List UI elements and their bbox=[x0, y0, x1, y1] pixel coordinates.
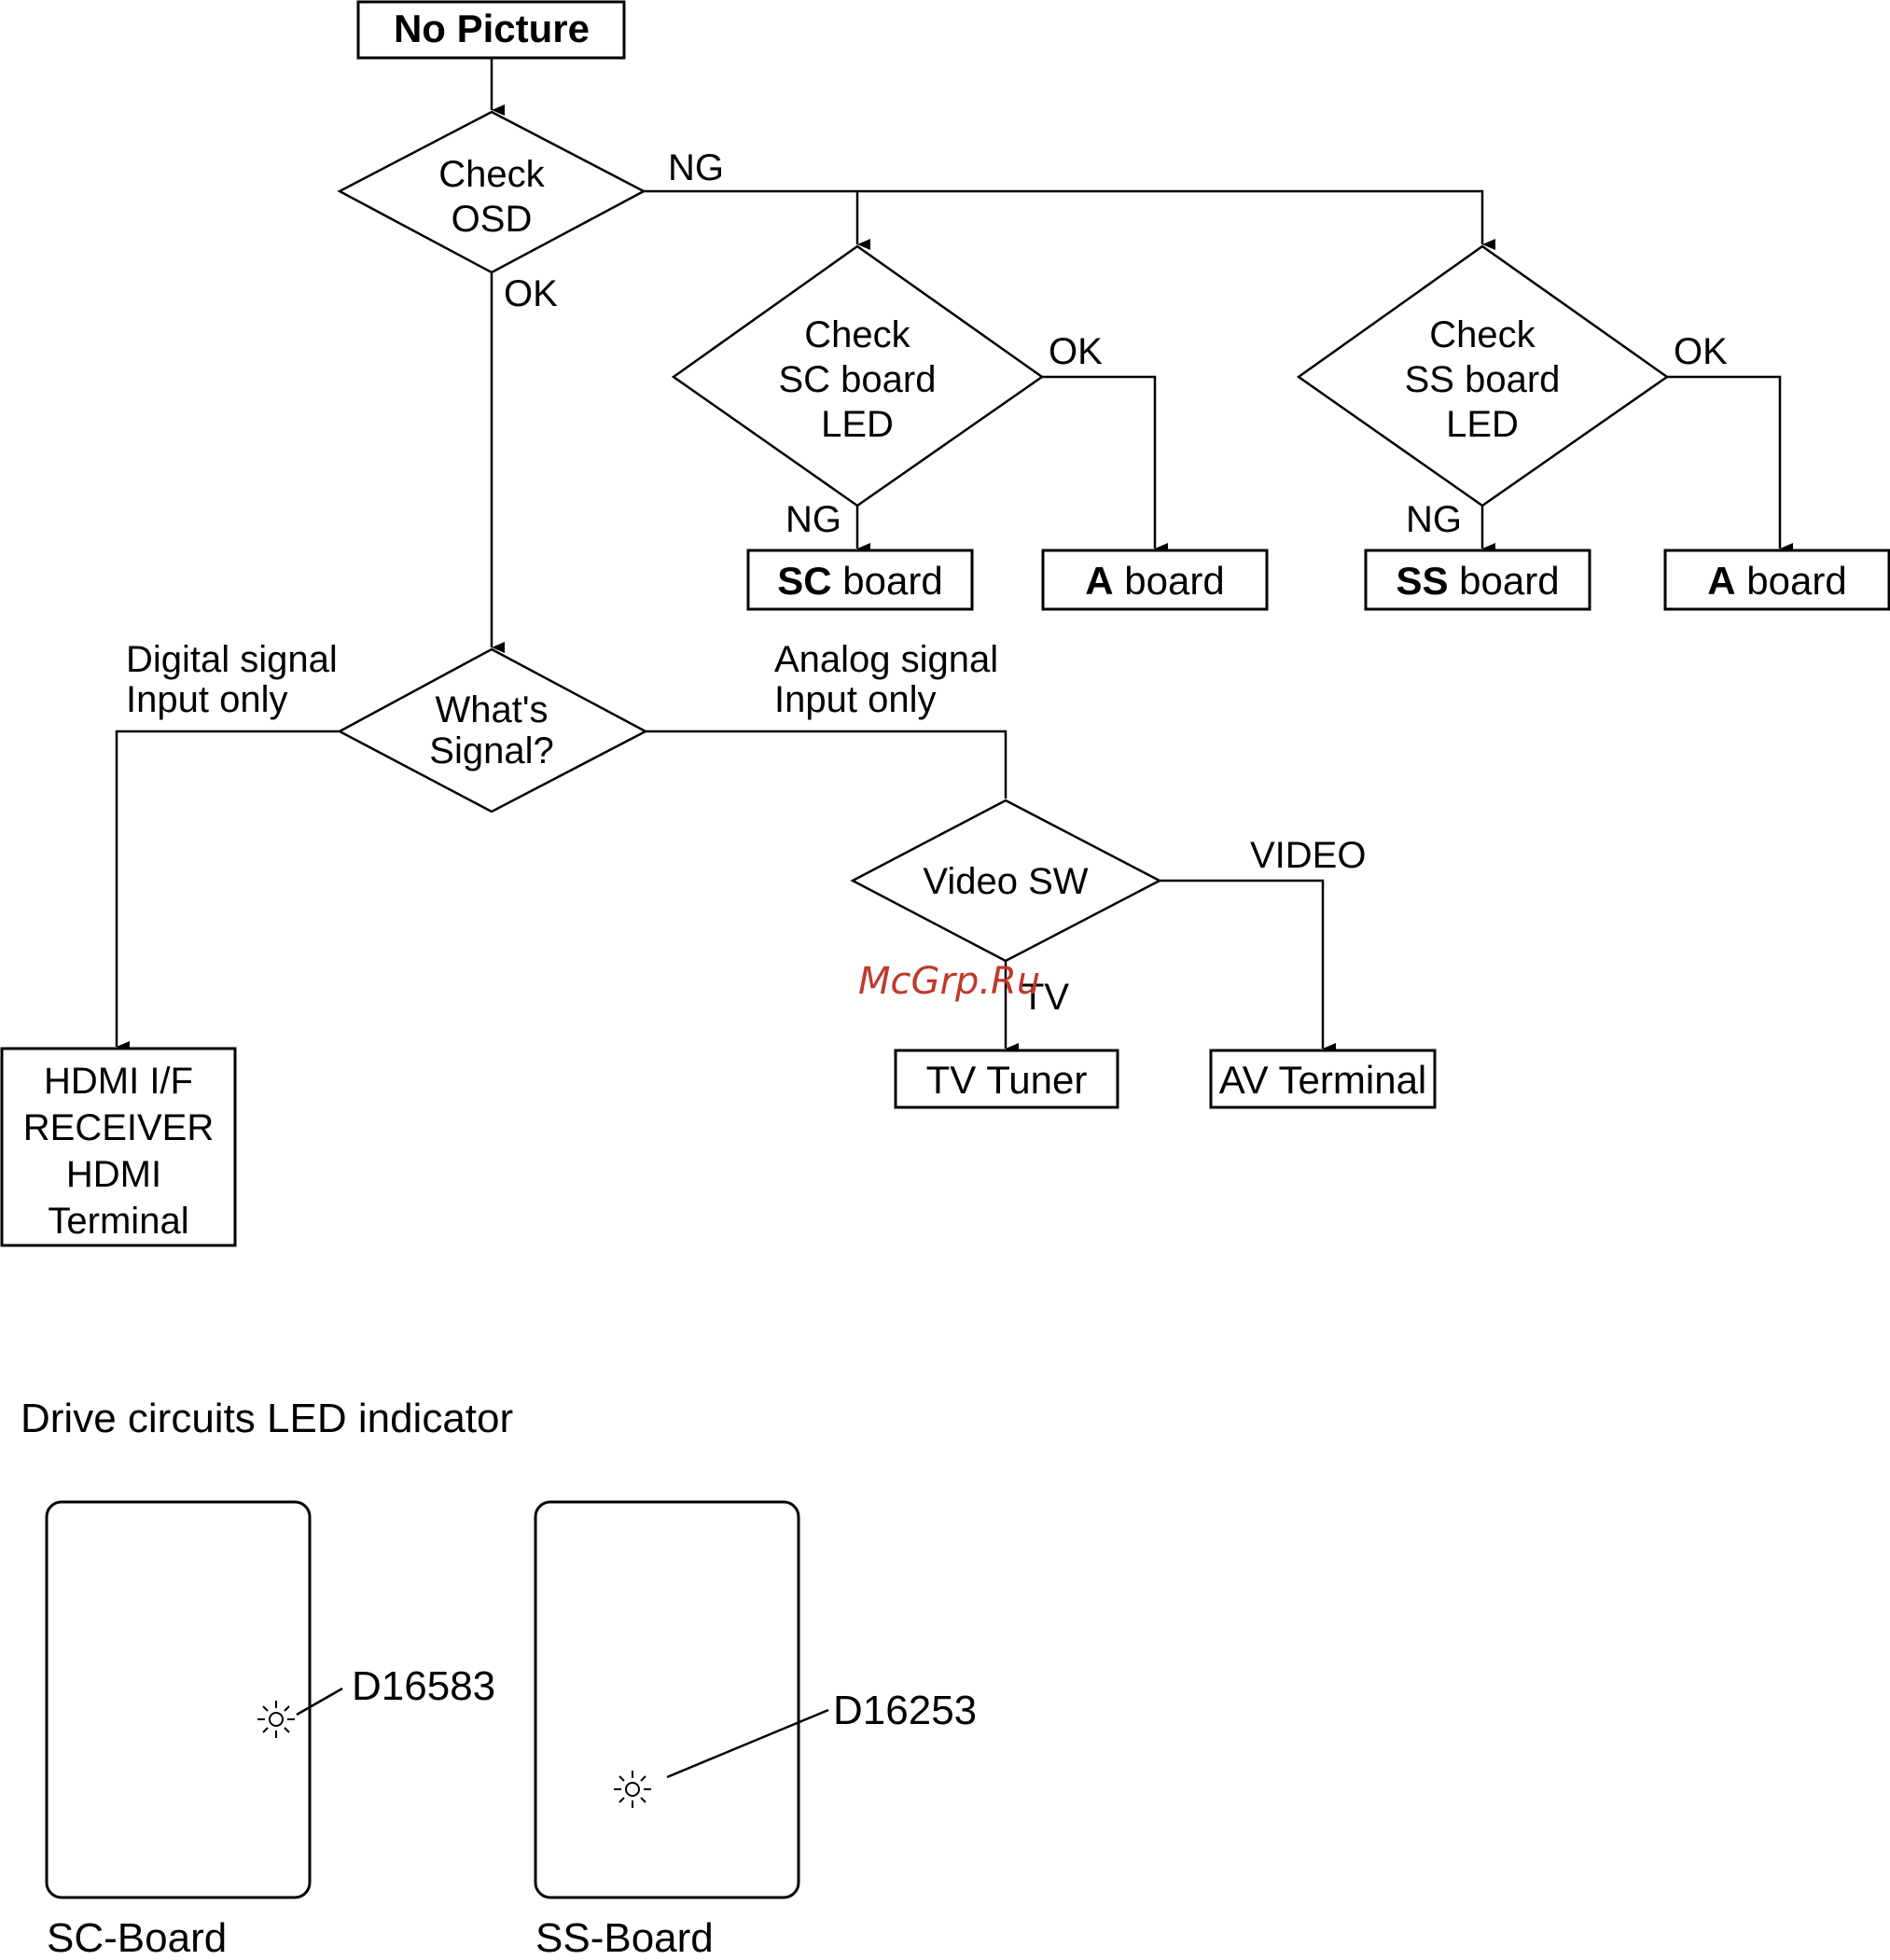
sc-board-result: SC board bbox=[777, 559, 942, 603]
check-sc-line1: Check bbox=[804, 314, 910, 355]
tv-tuner-label: TV Tuner bbox=[926, 1058, 1088, 1102]
ss-board-label: SS-Board bbox=[535, 1915, 714, 1960]
label-ok-ss: OK bbox=[1674, 331, 1728, 372]
label-ng-ss: NG bbox=[1406, 499, 1462, 540]
label-ng-osd: NG bbox=[668, 147, 724, 188]
a-board-result-1: A board bbox=[1085, 559, 1224, 603]
label-ng-sc: NG bbox=[785, 499, 841, 540]
arrow-digital bbox=[115, 730, 340, 1052]
arrow-ss-ok bbox=[1667, 375, 1793, 554]
a-board-box-2 bbox=[1663, 549, 1890, 611]
label-digital-1: Digital signal bbox=[126, 639, 338, 680]
av-terminal-label: AV Terminal bbox=[1219, 1058, 1427, 1102]
led-icon bbox=[614, 1771, 651, 1808]
ss-led-leader bbox=[666, 1708, 829, 1779]
watermark: McGrp.Ru bbox=[858, 960, 1040, 1003]
video-sw-label: Video SW bbox=[923, 861, 1088, 902]
connectors bbox=[115, 58, 1793, 1054]
ss-board-result: SS board bbox=[1396, 559, 1559, 603]
whats-signal-diamond bbox=[337, 647, 648, 813]
label-tv: TV bbox=[1021, 977, 1069, 1018]
label-analog-2: Input only bbox=[774, 679, 936, 720]
line-analog bbox=[646, 730, 1008, 799]
label-ok-sc: OK bbox=[1049, 331, 1103, 372]
tv-tuner-box bbox=[894, 1049, 1119, 1109]
arrow-sc-ok bbox=[1042, 375, 1168, 554]
start-box bbox=[356, 0, 626, 60]
whats-signal-line1: What's bbox=[436, 689, 549, 730]
video-sw-diamond bbox=[850, 799, 1162, 963]
label-ok-osd: OK bbox=[504, 273, 558, 314]
sc-board-outline bbox=[45, 1500, 312, 1899]
hdmi-line2: RECEIVER bbox=[23, 1107, 215, 1148]
arrow-osd-ng-to-ss bbox=[644, 189, 1495, 250]
hdmi-line3: HDMI bbox=[66, 1154, 161, 1195]
ss-board-outline bbox=[534, 1500, 800, 1899]
check-osd-diamond bbox=[337, 110, 646, 274]
ss-led-label: D16253 bbox=[833, 1688, 977, 1733]
label-video: VIDEO bbox=[1250, 835, 1366, 876]
hdmi-line4: Terminal bbox=[48, 1201, 188, 1242]
check-sc-led-diamond bbox=[671, 244, 1045, 507]
sc-board-label: SC-Board bbox=[47, 1915, 227, 1960]
label-analog-1: Analog signal bbox=[774, 639, 998, 680]
label-digital-2: Input only bbox=[126, 679, 287, 720]
hdmi-line1: HDMI I/F bbox=[44, 1061, 193, 1102]
arrow-video bbox=[1160, 879, 1336, 1054]
start-label: No Picture bbox=[394, 7, 590, 50]
check-sc-line2: SC board bbox=[779, 359, 937, 400]
check-osd-line1: Check bbox=[438, 154, 545, 195]
a-board-result-2: A board bbox=[1707, 559, 1846, 603]
check-ss-line3: LED bbox=[1446, 404, 1519, 445]
check-ss-led-diamond bbox=[1296, 244, 1670, 507]
sc-board-box bbox=[746, 549, 974, 611]
check-ss-line2: SS board bbox=[1405, 359, 1561, 400]
whats-signal-line2: Signal? bbox=[429, 730, 553, 771]
ss-board-box bbox=[1364, 549, 1591, 611]
sc-led-label: D16583 bbox=[352, 1663, 495, 1709]
av-terminal-box bbox=[1209, 1049, 1437, 1109]
check-osd-line2: OSD bbox=[452, 199, 533, 240]
led-section-title: Drive circuits LED indicator bbox=[21, 1396, 513, 1441]
check-sc-line3: LED bbox=[821, 404, 894, 445]
sc-led-leader bbox=[296, 1687, 343, 1717]
led-icon bbox=[257, 1701, 295, 1738]
check-ss-line1: Check bbox=[1429, 314, 1536, 355]
hdmi-box bbox=[0, 1047, 237, 1247]
a-board-box-1 bbox=[1041, 549, 1269, 611]
